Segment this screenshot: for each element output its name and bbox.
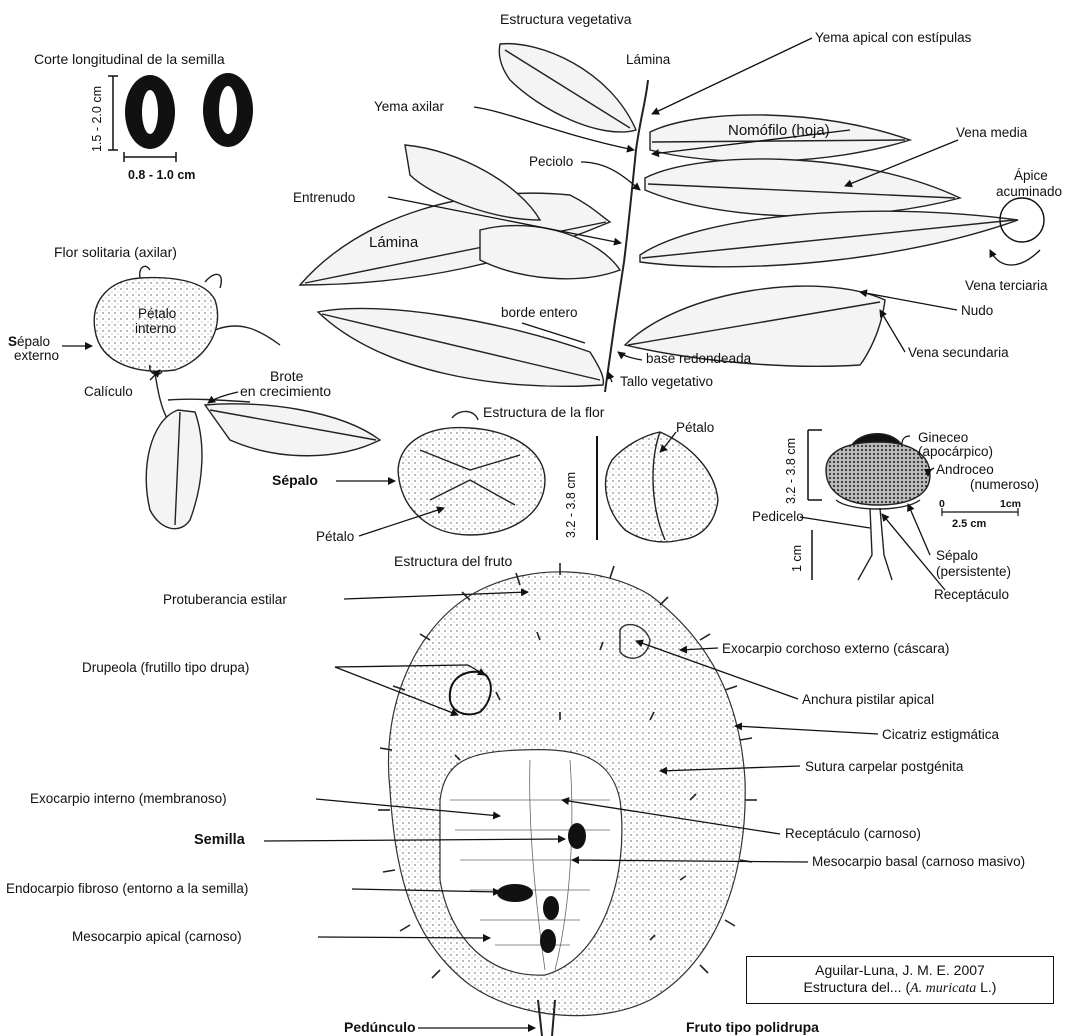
citation-line1: Aguilar-Luna, J. M. E. 2007 [747, 962, 1053, 979]
flower-structure-title: Estructura de la flor [483, 405, 604, 420]
label-cicatriz: Cicatriz estigmática [882, 727, 999, 742]
label-yema-axilar: Yema axilar [374, 99, 444, 114]
label-nudo: Nudo [961, 303, 993, 318]
label-fruto-tipo: Fruto tipo polidrupa [686, 1020, 819, 1035]
label-lamina-left: Lámina [369, 235, 418, 250]
seed-section-drawing [108, 73, 253, 162]
fruit-drawing [378, 563, 757, 1036]
label-sutura: Sutura carpelar postgénita [805, 759, 963, 774]
fruit-title: Estructura del fruto [394, 554, 512, 569]
vegetative-branch-drawing [300, 44, 1044, 392]
citation-suffix: L.) [976, 979, 996, 995]
citation-line2: Estructura del... (A. muricata L.) [747, 979, 1053, 997]
label-mesocarpio-apical: Mesocarpio apical (carnoso) [72, 929, 242, 944]
gyno-size-label: 3.2 - 3.8 cm [784, 438, 799, 504]
label-entrenudo: Entrenudo [293, 190, 355, 205]
label-sepalo: Sépalo [272, 473, 318, 488]
flower-structure-drawing [398, 411, 718, 542]
scale-length: 2.5 cm [952, 517, 986, 532]
gyno-1cm-label: 1 cm [790, 545, 805, 572]
label-androceo: Androceo [936, 462, 994, 477]
citation-prefix: Estructura del... ( [804, 979, 911, 995]
label-exocarpio-corchoso: Exocarpio corchoso externo (cáscara) [722, 641, 949, 656]
label-receptaculo-flower: Receptáculo [934, 587, 1009, 602]
label-peciolo: Peciolo [529, 154, 573, 169]
label-acuminado: acuminado [996, 184, 1062, 199]
scale-zero: 0 [939, 497, 945, 512]
label-vena-terciaria: Vena terciaria [965, 278, 1048, 293]
label-vena-media: Vena media [956, 125, 1027, 140]
label-gineceo: Gineceo [918, 430, 968, 445]
label-pedunculo: Pedúnculo [344, 1020, 416, 1035]
label-petalo-flower: Pétalo [316, 529, 354, 544]
label-numeroso: (numeroso) [970, 477, 1039, 492]
label-vena-secundaria: Vena secundaria [908, 345, 1009, 360]
label-protuberancia: Protuberancia estilar [163, 592, 287, 607]
label-lamina-top: Lámina [626, 52, 670, 67]
seed-width-label: 0.8 - 1.0 cm [128, 168, 195, 183]
label-caliculo: Calículo [84, 384, 133, 399]
label-mesocarpio-basal: Mesocarpio basal (carnoso masivo) [812, 854, 1025, 869]
sepalo-rest: épalo [17, 334, 50, 349]
label-yema-apical: Yema apical con estípulas [815, 30, 971, 45]
vegetative-title: Estructura vegetativa [500, 12, 632, 27]
label-anchura: Anchura pistilar apical [802, 692, 934, 707]
label-persistente: (persistente) [936, 564, 1011, 579]
scale-one: 1cm [1000, 497, 1021, 512]
label-drupeola: Drupeola (frutillo tipo drupa) [82, 660, 249, 675]
seed-length-label: 1.5 - 2.0 cm [90, 86, 105, 152]
flower-size-label: 3.2 - 3.8 cm [564, 472, 579, 538]
label-en-crecimiento: en crecimiento [240, 384, 331, 399]
label-receptaculo-carnoso: Receptáculo (carnoso) [785, 826, 921, 841]
label-exocarpio-interno: Exocarpio interno (membranoso) [30, 791, 227, 806]
citation-box: Aguilar-Luna, J. M. E. 2007 Estructura d… [746, 956, 1054, 1004]
label-nomofilo: Nomófilo (hoja) [728, 123, 830, 138]
label-brote: Brote [270, 369, 303, 384]
label-apice: Ápice [1014, 168, 1048, 183]
label-interno: interno [135, 321, 176, 336]
label-semilla: Semilla [194, 833, 245, 848]
label-externo: externo [14, 348, 59, 363]
solitary-flower-title: Flor solitaria (axilar) [54, 245, 177, 260]
label-endocarpio: Endocarpio fibroso (entorno a la semilla… [6, 881, 248, 896]
label-sepalo-persistente: Sépalo [936, 548, 978, 563]
label-petalo-right: Pétalo [676, 420, 714, 435]
label-tallo-vegetativo: Tallo vegetativo [620, 374, 713, 389]
label-apocarpico: (apocárpico) [918, 444, 993, 459]
label-pedicelo: Pedicelo [752, 509, 804, 524]
label-sepalo-externo: Sépalo [8, 334, 50, 349]
label-borde-entero: borde entero [501, 305, 578, 320]
citation-species: A. muricata [910, 981, 976, 996]
label-petalo: Pétalo [138, 306, 176, 321]
seed-title: Corte longitudinal de la semilla [34, 52, 225, 67]
label-base-redondeada: base redondeada [646, 351, 751, 366]
sepalo-initial: S [8, 334, 17, 349]
